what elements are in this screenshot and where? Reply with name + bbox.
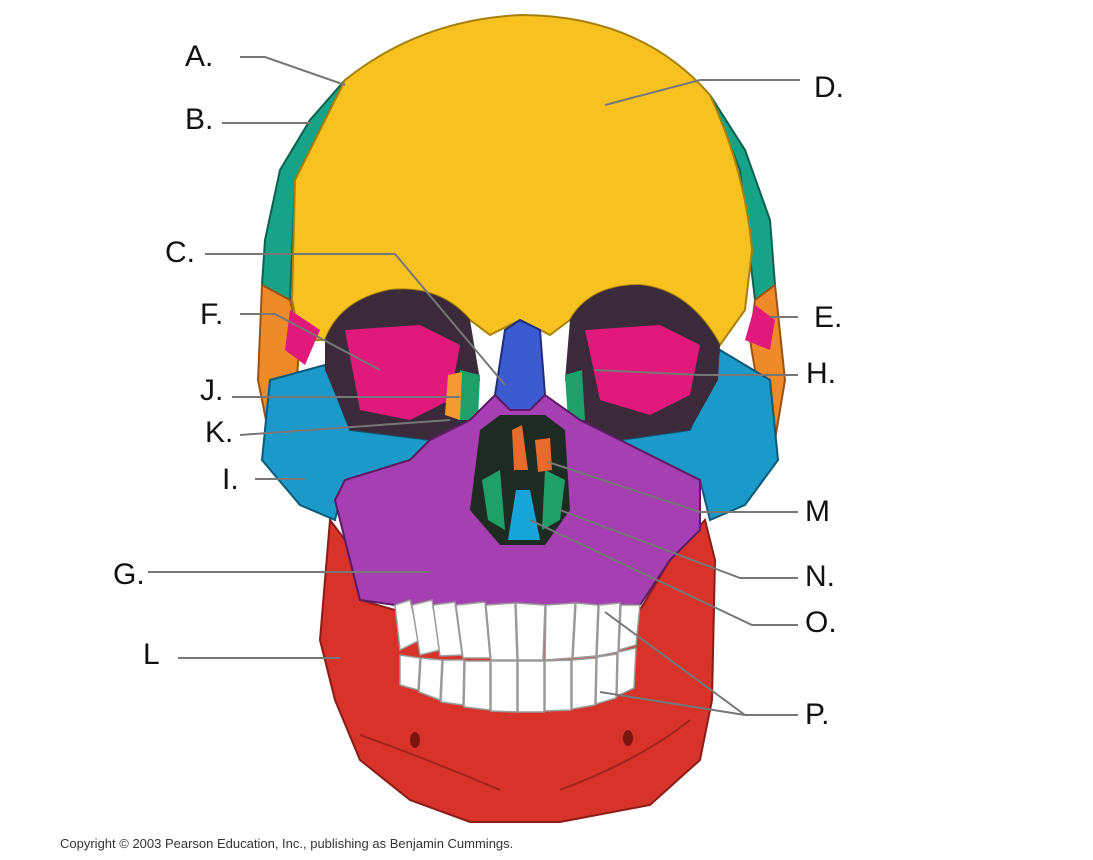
leader-a <box>240 56 346 86</box>
label-l: L <box>143 638 160 671</box>
frontal-bone <box>290 13 754 347</box>
ethmoid-left <box>458 370 480 420</box>
label-n: N. <box>805 560 835 593</box>
middle-concha-right <box>535 438 552 472</box>
label-p: P. <box>805 698 830 731</box>
leader-p2 <box>599 691 746 716</box>
leader-m <box>547 461 798 513</box>
sphenoid-right <box>585 325 700 415</box>
ethmoid-right <box>565 370 585 420</box>
label-o: O. <box>805 606 837 639</box>
upper-teeth <box>394 599 641 661</box>
inferior-concha-left <box>482 470 505 530</box>
leader-lines <box>148 56 800 716</box>
label-f: F. <box>200 298 224 331</box>
copyright-text: Copyright © 2003 Pearson Education, Inc.… <box>60 836 514 851</box>
leader-n <box>559 509 798 579</box>
label-h: H. <box>806 357 836 390</box>
label-e: E. <box>814 301 843 334</box>
label-k: K. <box>205 416 234 449</box>
label-d: D. <box>814 71 844 104</box>
middle-concha <box>512 425 528 470</box>
label-b: B. <box>185 103 214 136</box>
leader-f <box>240 313 381 371</box>
leader-d <box>604 79 800 106</box>
label-c: C. <box>165 236 195 269</box>
label-i: I. <box>222 463 239 496</box>
vomer <box>508 490 540 540</box>
leader-h <box>594 369 798 376</box>
leader-o <box>529 519 798 626</box>
leader-c <box>205 253 506 386</box>
label-a: A. <box>185 40 214 73</box>
sphenoid-lateral-right <box>745 305 775 350</box>
inferior-concha-right <box>542 470 565 530</box>
label-m: M <box>805 495 830 528</box>
label-g: G. <box>113 558 145 591</box>
label-j: J. <box>200 374 224 407</box>
nasal-bone <box>493 318 547 411</box>
leader-k <box>239 419 451 436</box>
